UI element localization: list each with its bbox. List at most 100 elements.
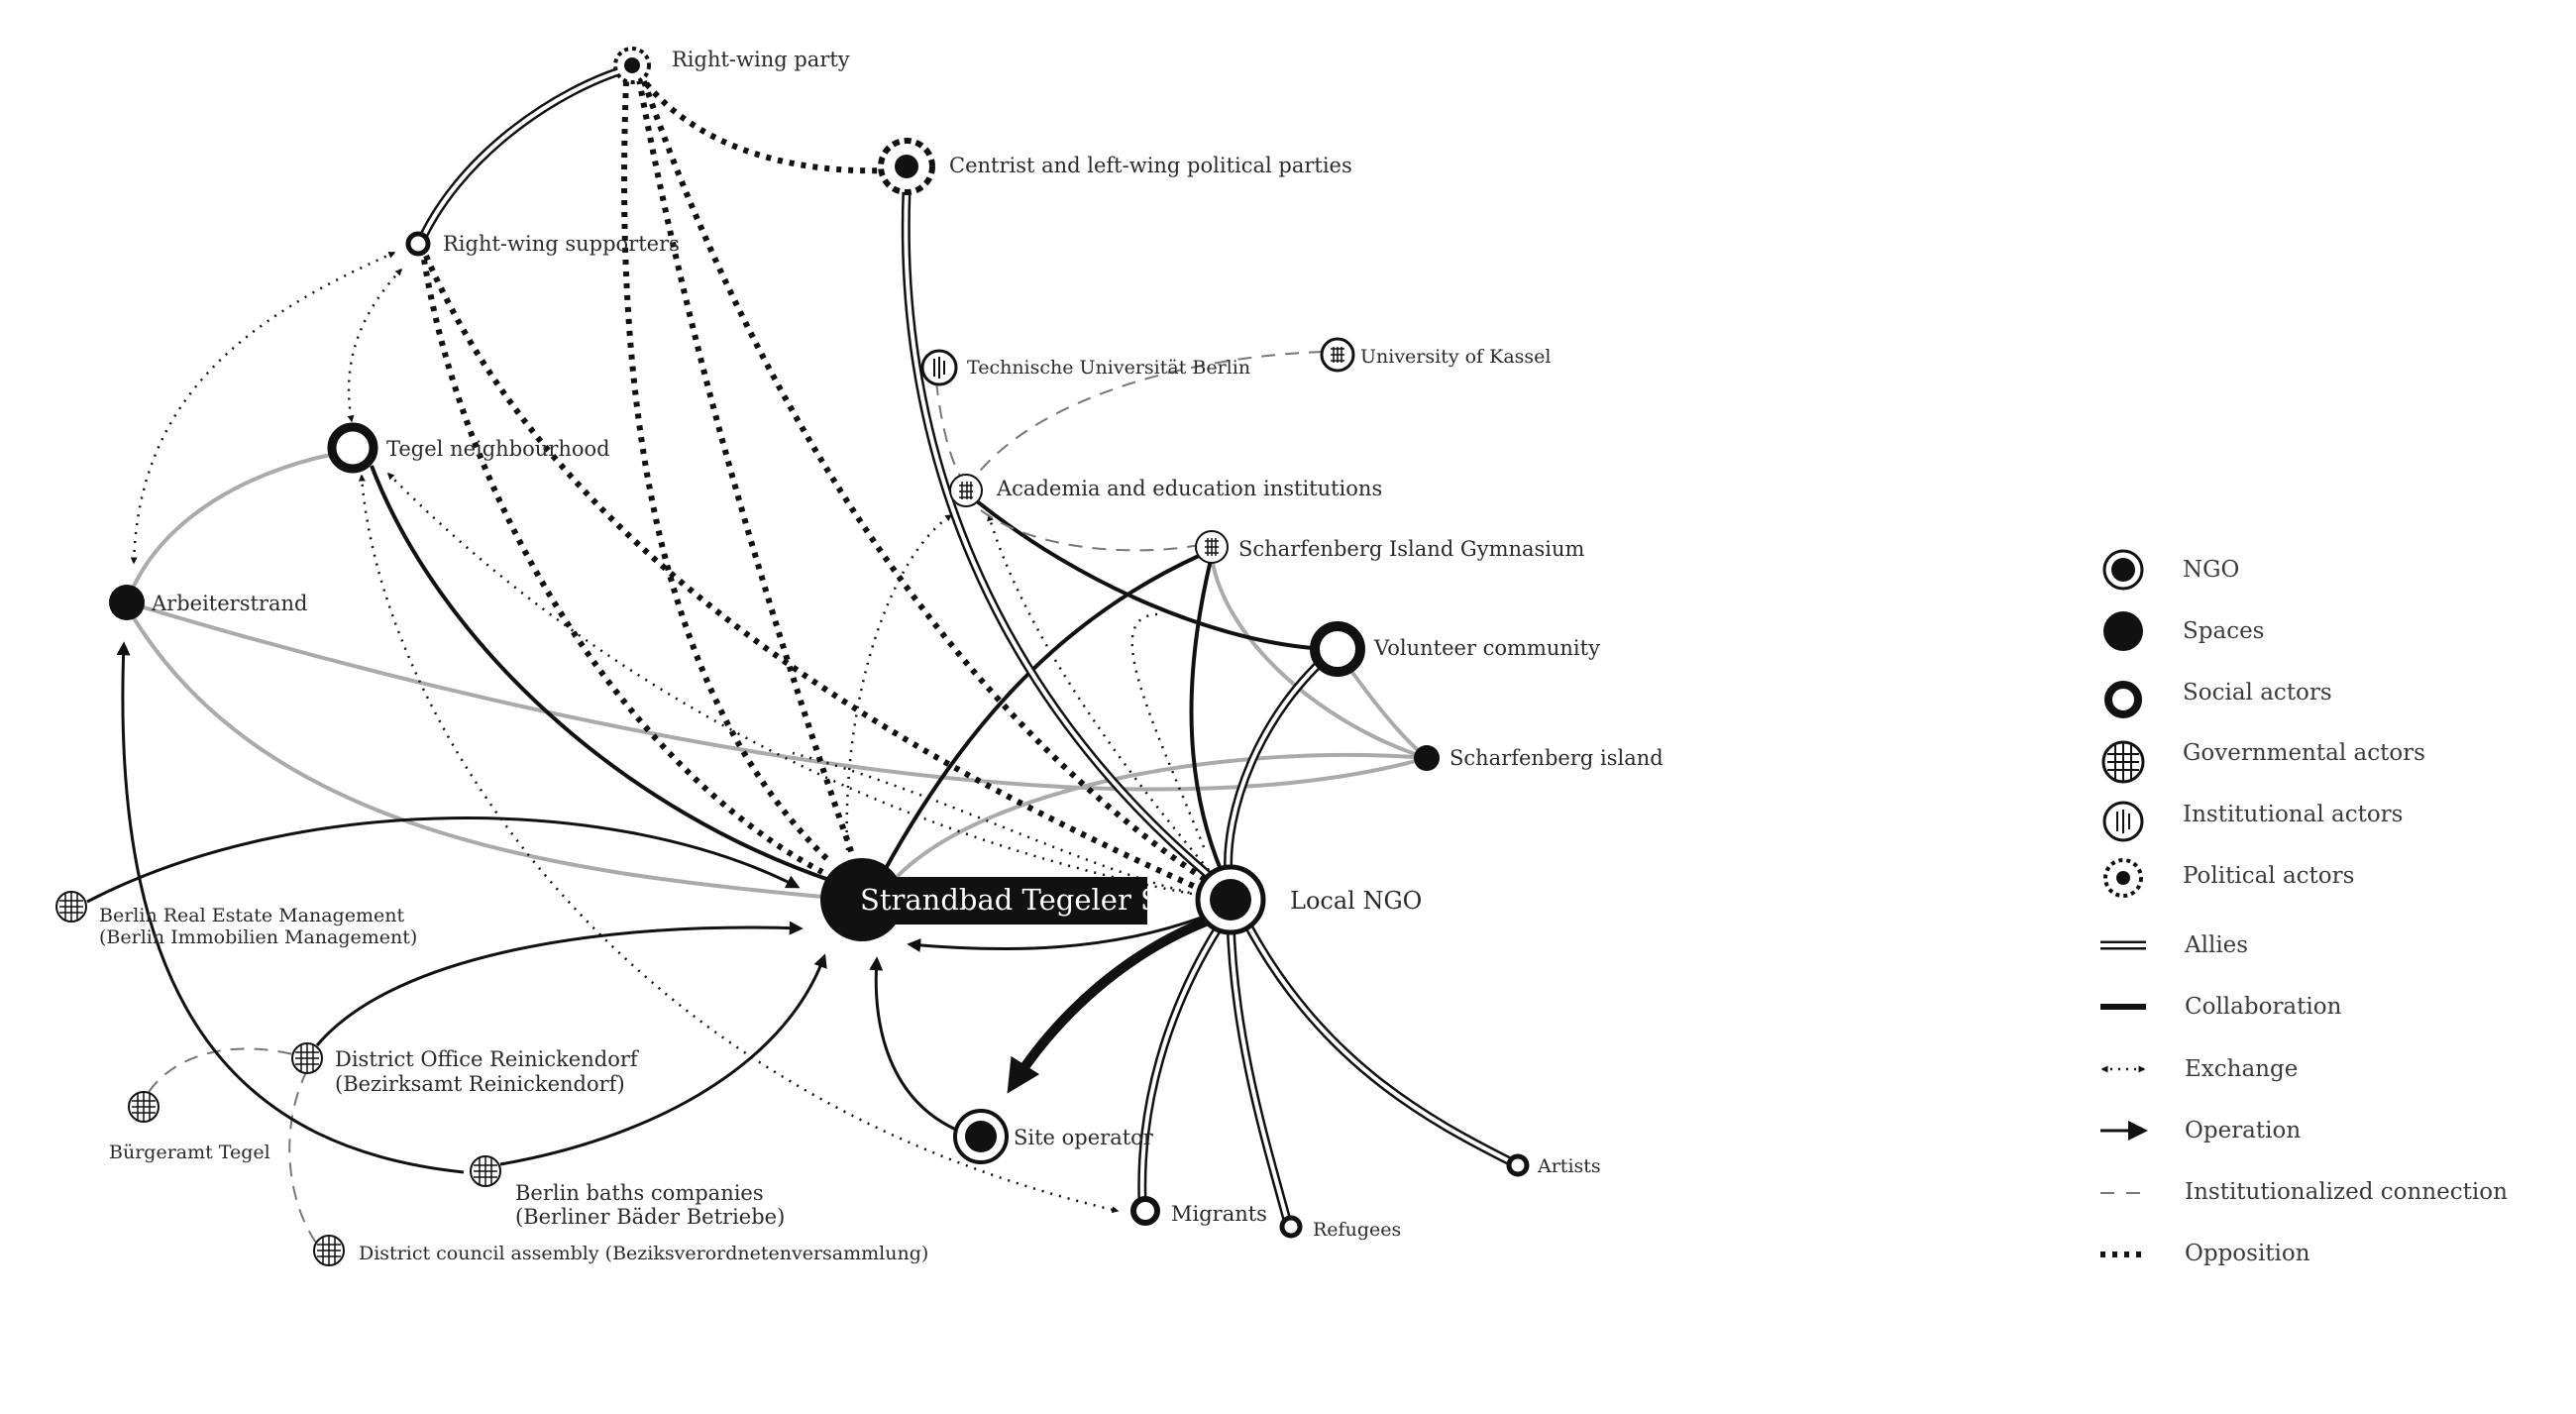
edge-kassel-academia — [975, 351, 1324, 477]
label-migrants: Migrants — [1171, 1202, 1267, 1226]
legend-exchange: Exchange — [2100, 1056, 2298, 1082]
legend-operation: Operation — [2100, 1118, 2301, 1143]
legend-spaces: Spaces — [2103, 611, 2265, 651]
label-berlin-real-estate-1: Berlin Real Estate Management — [99, 905, 404, 926]
edge-ngo-siteoperator — [1007, 915, 1213, 1094]
label-academia: Academia and education institutions — [996, 477, 1382, 500]
label-site-operator: Site operator — [1014, 1126, 1154, 1149]
edge-academia-volunteer — [974, 498, 1329, 651]
legend: NGO Spaces Social actors Governmental ac… — [2100, 549, 2508, 1266]
node-right-wing-supporters — [405, 231, 431, 257]
institutional-connections — [148, 351, 1324, 1251]
legend-collaboration: Collaboration — [2100, 994, 2342, 1020]
label-volunteer-community: Volunteer community — [1373, 636, 1600, 660]
legend-institutionalized-label: Institutionalized connection — [2185, 1179, 2508, 1205]
label-buergeramt: Bürgeramt Tegel — [109, 1142, 270, 1163]
legend-social-actors: Social actors — [2104, 680, 2332, 718]
node-refugees — [1279, 1215, 1303, 1239]
label-berlin-baths-2: (Berliner Bäder Betriebe) — [515, 1205, 785, 1229]
edge-siteop-strandbad — [869, 956, 957, 1132]
label-district-council: District council assembly (Beziksverordn… — [359, 1243, 928, 1264]
node-tegel-neighbourhood — [327, 422, 378, 474]
edge-ngo-artists — [1241, 916, 1517, 1166]
node-academia — [949, 474, 983, 507]
edge-arbeiterstrand-tegel — [125, 449, 353, 603]
label-berlin-real-estate-2: (Berlin Immobilien Management) — [99, 926, 417, 948]
legend-political-actors: Political actors — [2103, 858, 2354, 898]
legend-political-label: Political actors — [2183, 863, 2354, 889]
edge-ngo-refugees — [1229, 919, 1290, 1225]
operation-connections — [86, 641, 1205, 1174]
legend-spaces-label: Spaces — [2183, 618, 2265, 644]
node-labels: Right-wing party Centrist and left-wing … — [99, 48, 1664, 1264]
label-berlin-baths-1: Berlin baths companies — [515, 1181, 764, 1205]
node-local-ngo — [1195, 864, 1266, 935]
edge-tegel-migrants — [358, 474, 1120, 1214]
node-berlin-real-estate — [55, 891, 87, 923]
legend-governmental-actors: Governmental actors — [2101, 740, 2425, 784]
legend-governmental-label: Governmental actors — [2183, 740, 2425, 766]
edge-ngo-migrants — [1139, 915, 1228, 1202]
edge-gymnasium-ngo — [1189, 559, 1224, 873]
edge-party-strandbad-a — [621, 80, 833, 865]
label-right-wing-party: Right-wing party — [672, 48, 850, 71]
legend-institutionalized: Institutionalized connection — [2100, 1179, 2508, 1205]
node-berlin-baths — [470, 1155, 501, 1187]
node-district-office — [291, 1042, 323, 1074]
label-tu-berlin: Technische Universität Berlin — [967, 357, 1250, 379]
edge-supporters-party — [416, 65, 633, 249]
node-district-council — [313, 1235, 345, 1266]
edge-strandbad-academia — [845, 513, 953, 851]
edge-realestate-strandbad — [86, 816, 801, 904]
edge-arbeiterstrand-baths — [116, 641, 465, 1174]
node-site-operator — [953, 1109, 1009, 1164]
edge-strandbad-scharfenberg — [895, 752, 1428, 879]
legend-social-actors-label: Social actors — [2183, 680, 2332, 706]
strandbad-label-box — [848, 877, 1147, 925]
edge-tegel-strandbad — [370, 465, 851, 889]
edge-gymnasium-scharfenberg — [1209, 549, 1428, 760]
edge-district-council — [288, 1069, 323, 1251]
edge-buergeramt-district — [148, 1047, 298, 1093]
node-volunteer-community — [1310, 621, 1365, 677]
label-tegel-neighbourhood: Tegel neighbourhood — [386, 437, 610, 461]
edge-district-strandbad — [315, 921, 804, 1046]
legend-operation-label: Operation — [2185, 1118, 2301, 1143]
edge-party-centrist — [636, 72, 888, 174]
legend-allies: Allies — [2100, 932, 2248, 958]
node-migrants — [1130, 1196, 1160, 1226]
node-uni-kassel — [1320, 337, 1355, 373]
edge-ngo-strandbad — [907, 915, 1205, 952]
label-strandbad: Strandbad Tegeler See — [860, 883, 1194, 917]
label-district-office-1: District Office Reinickendorf — [335, 1047, 640, 1071]
legend-opposition-label: Opposition — [2185, 1241, 2310, 1266]
edge-academia-gymnasium — [980, 509, 1200, 552]
label-right-wing-supporters: Right-wing supporters — [443, 232, 680, 256]
label-scharfenberg-gymnasium: Scharfenberg Island Gymnasium — [1238, 537, 1585, 561]
node-arbeiterstrand — [109, 585, 145, 620]
node-tu-berlin — [920, 349, 958, 386]
label-centrist-parties: Centrist and left-wing political parties — [949, 154, 1352, 177]
node-artists — [1506, 1153, 1530, 1177]
legend-allies-label: Allies — [2184, 932, 2248, 958]
edge-baths-strandbad — [499, 953, 827, 1166]
label-uni-kassel: University of Kassel — [1360, 346, 1551, 368]
exchange-connections — [130, 251, 1210, 1214]
edge-supporters-arbeiterstrand — [130, 251, 396, 565]
node-centrist-parties — [878, 138, 935, 195]
label-refugees: Refugees — [1313, 1219, 1401, 1241]
node-right-wing-party — [613, 47, 651, 84]
nodes — [55, 47, 1530, 1266]
label-district-office-2: (Bezirksamt Reinickendorf) — [335, 1072, 625, 1096]
legend-institutional-actors: Institutional actors — [2102, 801, 2403, 842]
edge-party-ngo-exchange — [1130, 612, 1206, 848]
edge-volunteer-ngo — [1226, 647, 1338, 878]
legend-exchange-label: Exchange — [2185, 1056, 2298, 1082]
node-scharfenberg-gymnasium — [1195, 530, 1229, 564]
label-local-ngo: Local NGO — [1290, 887, 1422, 915]
edge-supporters-strandbad — [421, 259, 824, 875]
label-arbeiterstrand: Arbeiterstrand — [151, 592, 307, 615]
legend-collaboration-label: Collaboration — [2185, 994, 2342, 1020]
legend-institutional-label: Institutional actors — [2183, 802, 2403, 827]
label-artists: Artists — [1537, 1155, 1601, 1177]
